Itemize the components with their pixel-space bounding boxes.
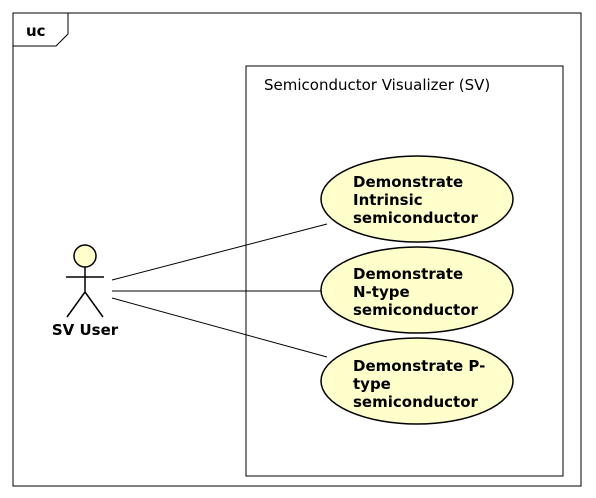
actor-name: SV User — [52, 321, 119, 339]
use-case-line: N-type — [353, 283, 410, 301]
system-title: Semiconductor Visualizer (SV) — [264, 76, 490, 94]
use-case-line: type — [353, 375, 391, 393]
use-case-line: Intrinsic — [353, 191, 423, 209]
use-case-ellipse — [320, 337, 514, 425]
use-case-ellipse — [320, 155, 514, 243]
use-case-intrinsic[interactable]: Demonstrate Intrinsic semiconductor — [320, 155, 514, 243]
frame-tag-box — [12, 12, 69, 47]
use-case-ellipse — [320, 246, 514, 334]
actor-left-leg — [66, 291, 86, 318]
use-case-line: semiconductor — [353, 301, 479, 319]
actor-sv-user[interactable]: SV User — [52, 244, 119, 339]
use-case-n-type[interactable]: Demonstrate N-type semiconductor — [320, 246, 514, 334]
association-intrinsic — [111, 223, 328, 281]
use-case-label: Demonstrate P- type semiconductor — [353, 357, 491, 411]
use-case-line: semiconductor — [353, 393, 479, 411]
use-case-p-type[interactable]: Demonstrate P- type semiconductor — [320, 337, 514, 425]
use-case-line: Demonstrate P- — [353, 357, 485, 375]
association-p-type — [111, 297, 328, 358]
use-case-label: Demonstrate N-type semiconductor — [353, 265, 479, 319]
use-case-line: Demonstrate — [353, 265, 463, 283]
actor-right-leg — [84, 291, 104, 318]
use-case-line: Demonstrate — [353, 173, 463, 191]
use-case-label: Demonstrate Intrinsic semiconductor — [353, 173, 479, 227]
actor-head — [73, 244, 97, 268]
frame-tag-label: uc — [26, 22, 46, 40]
use-case-line: semiconductor — [353, 209, 479, 227]
